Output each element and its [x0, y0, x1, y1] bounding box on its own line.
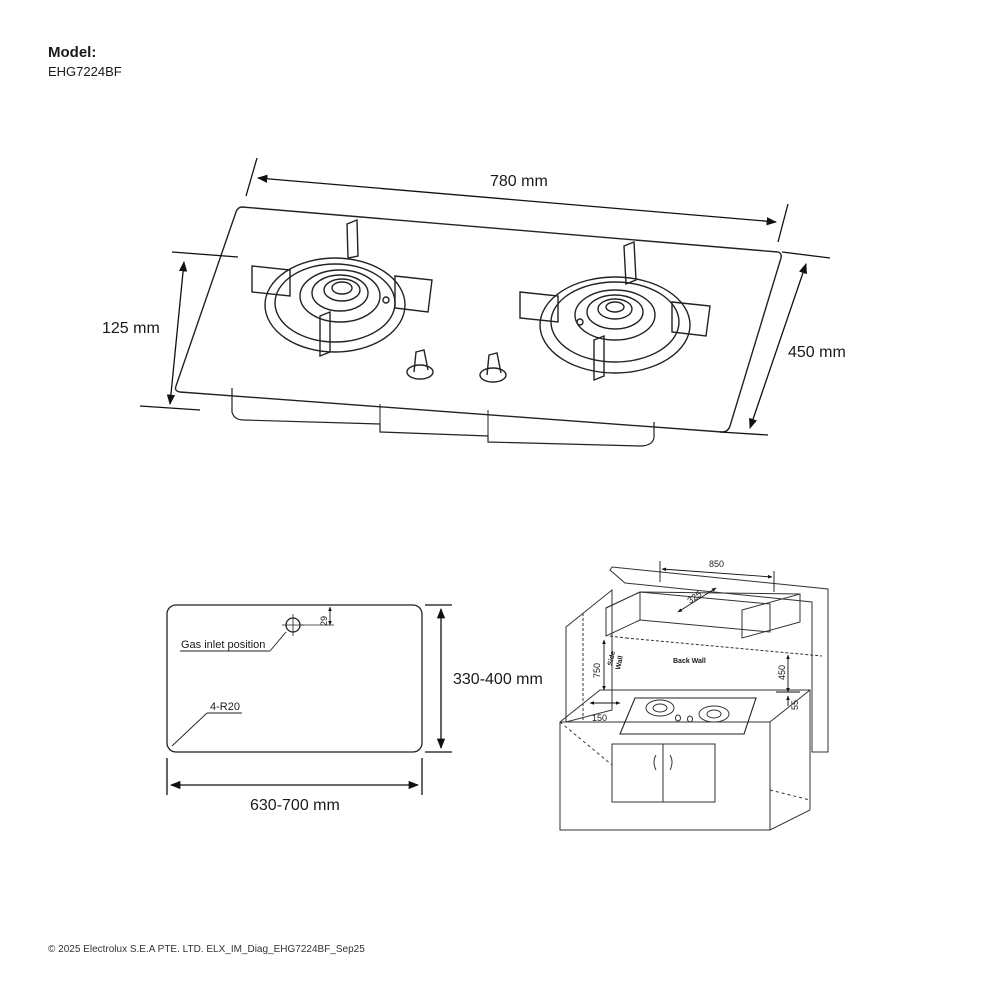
model-number: EHG7224BF — [48, 64, 122, 79]
hood-depth-label: 325 — [685, 589, 703, 606]
cutout-width-dimension — [166, 758, 423, 795]
cutout-outline — [166, 604, 423, 753]
height-dimension-label: 125 mm — [102, 320, 160, 337]
right-knob — [479, 352, 507, 383]
range-hood — [605, 591, 641, 637]
cutout-height-label: 330-400 mm — [453, 671, 543, 688]
back-wall-panel — [609, 566, 829, 753]
corner-radius-label: 4-R20 — [210, 701, 240, 713]
height-dimension — [139, 251, 239, 411]
installation-diagram — [559, 566, 829, 831]
cabinet — [559, 689, 811, 831]
left-burner — [251, 218, 433, 358]
side-gap-label: 150 — [592, 713, 607, 723]
gas-inlet-label: Gas inlet position — [181, 639, 265, 651]
hob-glass-top — [174, 206, 782, 433]
right-burner — [519, 240, 711, 382]
depth-dimension — [719, 251, 831, 436]
width-dimension-label: 780 mm — [490, 173, 548, 190]
hood-width-label: 850 — [709, 559, 724, 569]
side-wall-panel — [565, 588, 613, 723]
side-wall-label-2: Wall — [615, 655, 625, 670]
depth-dimension-label: 450 mm — [788, 344, 846, 361]
copyright-footer: © 2025 Electrolux S.E.A PTE. LTD. ELX_IM… — [48, 944, 365, 955]
side-height-label: 750 — [592, 663, 602, 678]
cutout-width-label: 630-700 mm — [250, 797, 340, 814]
back-height-label: 450 — [777, 665, 787, 680]
back-gap-label: 55 — [790, 700, 800, 710]
width-dimension — [245, 157, 789, 243]
inlet-offset-label: 29 — [319, 616, 329, 626]
side-wall-label-1: Side — [607, 650, 617, 666]
left-knob — [406, 349, 434, 380]
hob-top-view — [174, 206, 782, 447]
cutout-height-dimension — [425, 604, 452, 753]
hob-underbody — [231, 388, 655, 447]
installation-dimensions — [589, 561, 800, 706]
model-heading: Model: — [48, 44, 97, 61]
installed-hob — [619, 697, 757, 735]
back-wall-label: Back Wall — [673, 658, 706, 665]
